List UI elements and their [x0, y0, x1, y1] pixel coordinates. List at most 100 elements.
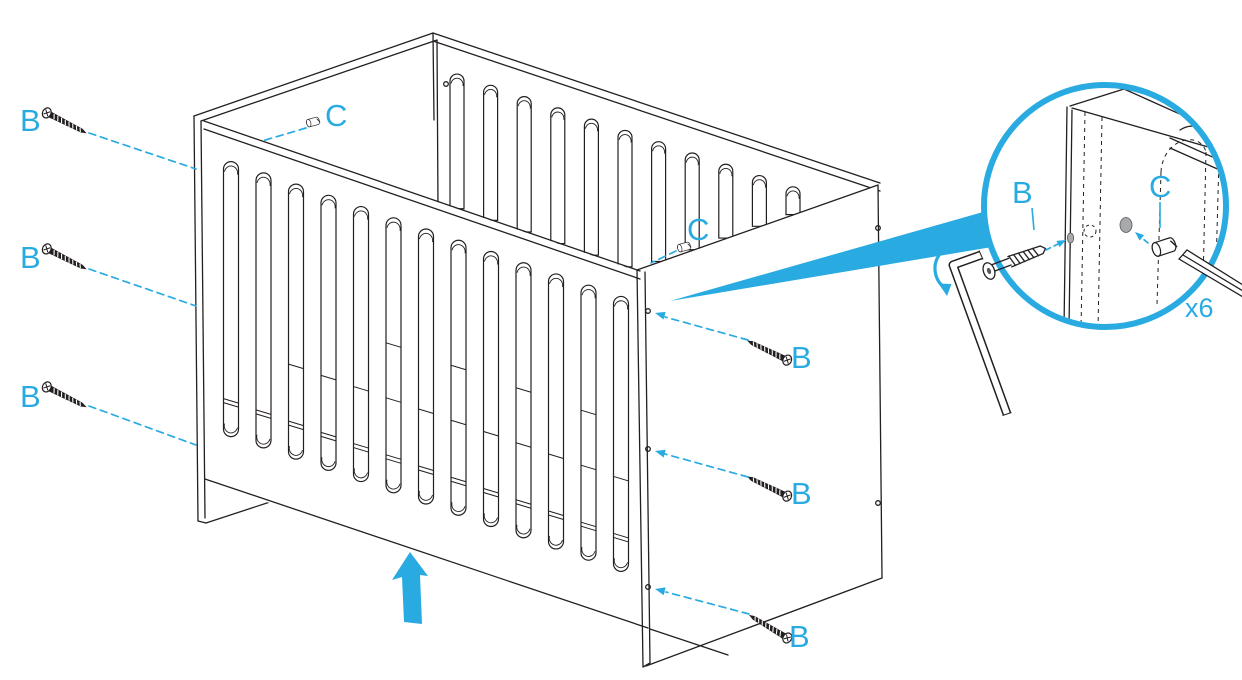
slat-slot	[515, 503, 532, 509]
slat-slot	[223, 398, 239, 404]
slat-slot	[288, 445, 303, 456]
slat-slot	[450, 419, 467, 426]
leader-arrow	[664, 453, 749, 478]
slat-slot	[516, 266, 531, 276]
slat-slot	[353, 447, 369, 453]
screw-icon	[40, 379, 89, 413]
slat-slot	[583, 118, 599, 256]
leader-line	[650, 250, 677, 264]
slat-slot	[549, 277, 564, 288]
slat-slot	[417, 228, 435, 505]
front-slat-slots	[222, 161, 630, 572]
slat-slot	[785, 186, 801, 216]
leader-line	[261, 127, 307, 142]
cam-label-c2: C	[687, 212, 709, 247]
slat-slot	[222, 161, 240, 438]
slat-slot	[651, 141, 667, 263]
slat-slot	[515, 499, 532, 505]
annotations: B B B B B B C C	[20, 98, 992, 654]
screw-label-b4: B	[791, 340, 812, 375]
slat-slot	[450, 239, 467, 516]
slat-slot	[618, 134, 632, 143]
slat-slot	[256, 176, 271, 186]
right-end-panel-front-edge	[636, 269, 651, 668]
allen-key-icon	[948, 250, 1012, 416]
slat-slot	[289, 188, 304, 198]
slat-slot	[223, 423, 238, 434]
slat-slot	[752, 179, 766, 188]
slat-slot	[548, 453, 564, 459]
front-slat-panel	[203, 120, 729, 656]
slat-slot	[450, 476, 467, 483]
slat-slot	[385, 458, 402, 464]
rotate-arrow-icon	[933, 242, 974, 296]
slat-slot	[684, 152, 700, 251]
screw-label-b2: B	[20, 240, 41, 275]
leader-arrow	[1141, 237, 1149, 244]
slat-slot	[418, 408, 434, 415]
label-leader	[1031, 207, 1035, 231]
slat-slot	[386, 221, 401, 231]
slat-slot	[256, 434, 271, 445]
slat-slot	[288, 363, 304, 370]
up-arrow-icon	[392, 552, 428, 624]
slat-slot	[483, 513, 498, 524]
slat-slot	[386, 479, 401, 490]
slat-slot	[255, 172, 272, 449]
slat-slot	[255, 409, 272, 415]
slat-slot	[751, 174, 767, 227]
slat-slot	[451, 244, 466, 254]
slat-slot	[320, 194, 337, 471]
slat-slot	[581, 547, 596, 557]
detail-pointer-wedge	[670, 212, 992, 301]
slat-slot	[224, 165, 239, 175]
detail-cam-label: C	[1149, 169, 1171, 204]
slat-slot	[719, 167, 733, 177]
slat-slot	[484, 255, 499, 265]
slat-slot	[786, 190, 800, 199]
slat-slot	[580, 409, 597, 416]
slat-slot	[685, 156, 699, 166]
slat-slot	[288, 424, 304, 431]
slat-slot	[612, 295, 630, 572]
slat-slot	[547, 273, 565, 550]
slat-slot	[320, 431, 337, 438]
detail-view: B C x6	[933, 82, 1242, 416]
slat-slot	[580, 521, 597, 528]
slat-slot	[614, 300, 629, 310]
slat-slot	[551, 111, 565, 120]
slat-slot	[581, 289, 596, 299]
slat-slot	[548, 514, 564, 520]
slat-slot	[385, 397, 402, 403]
slat-slot	[515, 387, 532, 393]
slat-slot	[550, 107, 566, 245]
slat-slot	[580, 464, 597, 471]
slat-slot	[516, 96, 532, 233]
screw-label-b3: B	[20, 379, 41, 414]
crib-drawing	[193, 32, 883, 668]
arrowhead	[655, 587, 666, 596]
slat-slot	[483, 492, 499, 498]
slat-slot	[580, 284, 597, 561]
slat-slot	[287, 183, 305, 460]
slat-slot	[482, 250, 500, 528]
slat-slot	[223, 402, 239, 408]
leader-arrow	[665, 591, 750, 615]
back-slat-slots	[449, 73, 801, 268]
screwdriver-icon	[1177, 249, 1242, 298]
leader-line	[88, 132, 197, 170]
slat-slot	[353, 468, 368, 479]
screw-label-b1: B	[20, 103, 41, 138]
arrowhead	[655, 449, 666, 458]
slat-slot	[320, 435, 337, 442]
screw-label-b6: B	[789, 619, 810, 654]
detail-panel-drawing	[1063, 88, 1223, 324]
slat-slot	[718, 163, 734, 239]
slat-slot	[617, 129, 633, 268]
slat-slot	[483, 84, 499, 221]
slat-slot	[450, 364, 467, 371]
slat-slot	[255, 413, 272, 419]
back-slat-panel	[432, 32, 881, 268]
slat-slot	[418, 465, 434, 472]
slat-slot	[580, 525, 597, 532]
